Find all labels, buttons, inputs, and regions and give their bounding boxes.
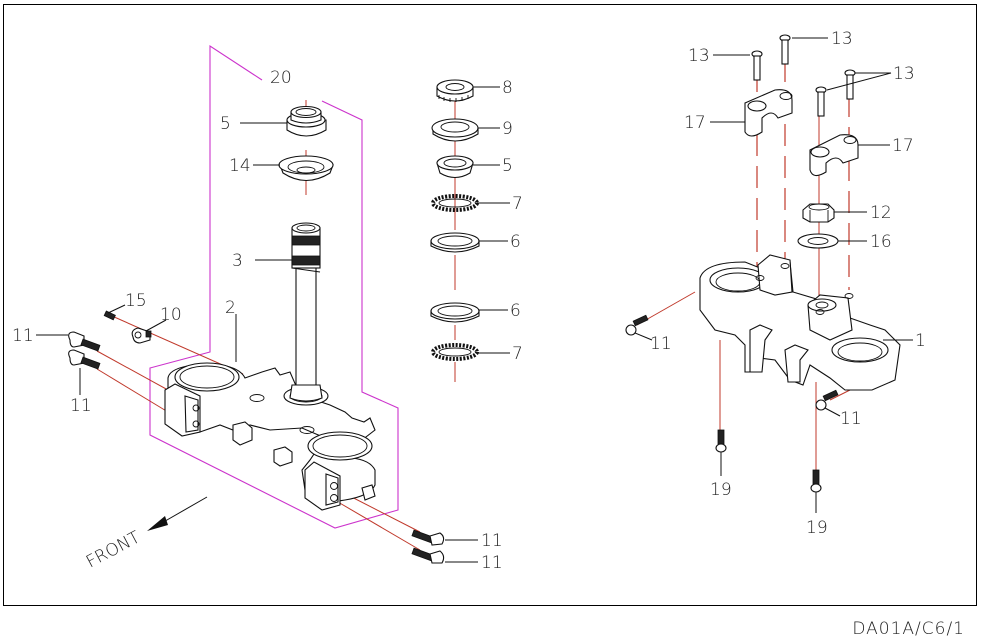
part-2-bottom-triple-clamp xyxy=(164,362,376,511)
axis-line xyxy=(96,368,169,413)
callout-11: 11 xyxy=(840,409,862,429)
callout-2: 2 xyxy=(225,298,236,318)
callout-5: 5 xyxy=(220,114,231,134)
part-19-bolt xyxy=(810,469,822,493)
part-6-race-lower xyxy=(430,302,480,323)
part-15-screw xyxy=(103,310,116,321)
leader-lines xyxy=(36,37,913,563)
callout-20: 20 xyxy=(270,68,292,88)
drawing-code: DA01A/C6/1 xyxy=(852,619,965,639)
part-1-top-triple-clamp xyxy=(699,254,901,391)
part-7-bearing-lower xyxy=(431,343,479,361)
part-11-bolt xyxy=(411,529,445,546)
part-8-stem-nut xyxy=(436,79,474,102)
callout-11: 11 xyxy=(12,326,34,346)
callout-9: 9 xyxy=(502,119,513,139)
callout-8: 8 xyxy=(502,78,513,98)
part-6-race-upper xyxy=(430,232,480,253)
callout-7: 7 xyxy=(512,194,523,214)
callout-14: 14 xyxy=(229,156,251,176)
front-label: FRONT xyxy=(83,527,144,572)
part-11-bolt xyxy=(68,331,101,352)
callout-17: 17 xyxy=(684,113,706,133)
part-11-bolt xyxy=(68,349,101,370)
part-17-handlebar-clamp xyxy=(809,134,859,177)
callout-13: 13 xyxy=(688,46,710,66)
assembly-20-outline xyxy=(149,44,399,529)
part-9-washer xyxy=(431,118,479,142)
part-19-bolt xyxy=(715,429,727,453)
callout-10: 10 xyxy=(160,305,182,325)
front-direction-arrow xyxy=(147,496,208,531)
callout-19: 19 xyxy=(710,480,732,500)
part-10-clip xyxy=(131,327,152,344)
part-11-bolt xyxy=(411,547,445,564)
part-17-handlebar-clamp xyxy=(744,89,793,137)
callout-13: 13 xyxy=(831,29,853,49)
callout-16: 16 xyxy=(870,232,892,252)
callout-19: 19 xyxy=(806,518,828,538)
callout-11: 11 xyxy=(481,553,503,573)
callout-12: 12 xyxy=(870,203,892,223)
part-13-bolt xyxy=(815,86,827,117)
part-5-seal-upper xyxy=(286,105,327,137)
part-11-bolt xyxy=(815,389,839,411)
callout-3: 3 xyxy=(232,251,243,271)
callout-13: 13 xyxy=(893,64,915,84)
callout-11: 11 xyxy=(70,396,92,416)
part-11-bolt xyxy=(625,314,649,336)
part-3-steering-stem xyxy=(289,222,323,402)
part-5-seal-lower xyxy=(436,155,474,179)
part-16-washer xyxy=(797,233,839,249)
callout-1: 1 xyxy=(915,331,926,351)
callout-5: 5 xyxy=(502,156,513,176)
part-14-dust-seal xyxy=(278,155,334,182)
part-13-bolt xyxy=(779,34,791,65)
callout-15: 15 xyxy=(125,291,147,311)
callout-7: 7 xyxy=(512,344,523,364)
callout-6: 6 xyxy=(510,232,521,252)
part-12-nut xyxy=(802,203,835,223)
part-13-bolt xyxy=(751,50,763,81)
callout-6: 6 xyxy=(510,301,521,321)
callout-11: 11 xyxy=(481,531,503,551)
callout-11: 11 xyxy=(650,334,672,354)
axis-line xyxy=(337,501,421,551)
callout-17: 17 xyxy=(892,136,914,156)
axis-line xyxy=(96,350,169,391)
